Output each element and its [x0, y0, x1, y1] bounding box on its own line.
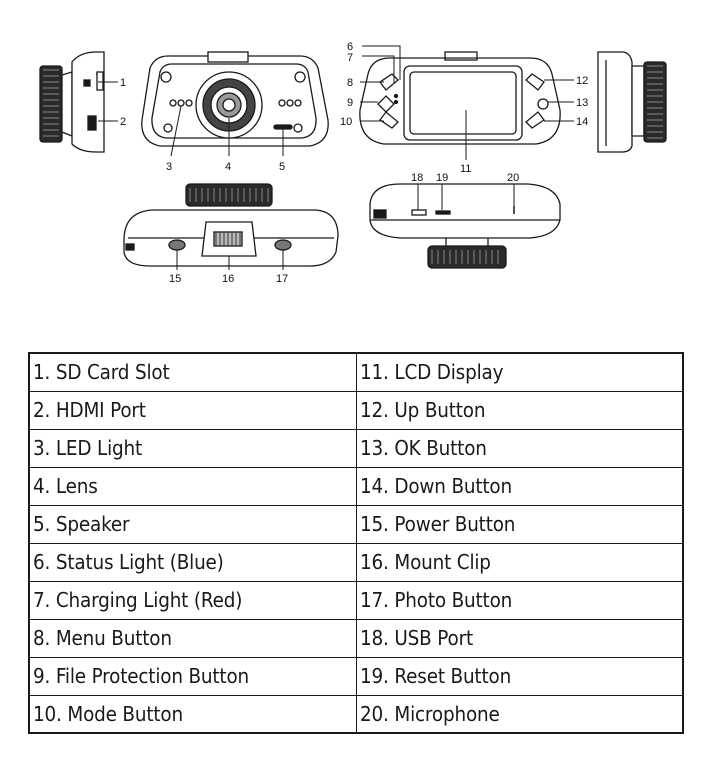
part-cell: 10. Mode Button: [28, 694, 357, 734]
callout-11: 11: [460, 163, 471, 175]
callout-19: 19: [436, 172, 448, 184]
table-row: 1. SD Card Slot 11. LCD Display: [28, 352, 684, 392]
part-cell: 5. Speaker: [28, 504, 357, 544]
callout-4: 4: [225, 161, 231, 173]
callout-2: 2: [120, 116, 126, 128]
table-row: 10. Mode Button 20. Microphone: [28, 694, 684, 734]
side-view-right: [597, 51, 667, 153]
table-row: 5. Speaker 15. Power Button: [28, 504, 684, 544]
part-cell: 6. Status Light (Blue): [28, 542, 357, 582]
part-cell: 20. Microphone: [355, 694, 684, 734]
leader-lines: [98, 45, 574, 270]
part-cell: 16. Mount Clip: [355, 542, 684, 582]
callout-20: 20: [507, 172, 519, 184]
part-cell: 19. Reset Button: [355, 656, 684, 696]
part-cell: 13. OK Button: [355, 428, 684, 468]
part-cell: 3. LED Light: [28, 428, 357, 468]
side-view-left: [39, 51, 105, 153]
callout-17: 17: [276, 273, 288, 285]
part-cell: 15. Power Button: [355, 504, 684, 544]
table-row: 3. LED Light 13. OK Button: [28, 428, 684, 468]
part-cell: 8. Menu Button: [28, 618, 357, 658]
callout-labels: 1 2 3 4 5 6 7 8 9 10 11 12 13 14 15 16 1…: [120, 41, 588, 285]
table-row: 4. Lens 14. Down Button: [28, 466, 684, 506]
callout-6: 6: [347, 41, 353, 53]
parts-table: 1. SD Card Slot 11. LCD Display 2. HDMI …: [28, 352, 684, 734]
bottom-view: [123, 183, 339, 267]
part-cell: 4. Lens: [28, 466, 357, 506]
callout-15: 15: [169, 273, 181, 285]
table-row: 8. Menu Button 18. USB Port: [28, 618, 684, 658]
part-cell: 12. Up Button: [355, 390, 684, 430]
part-cell: 17. Photo Button: [355, 580, 684, 620]
callout-10: 10: [340, 116, 352, 128]
dashcam-diagram: 1 2 3 4 5 6 7 8 9 10 11 12 13 14 15 16 1…: [0, 0, 702, 310]
callout-14: 14: [576, 116, 588, 128]
callout-7: 7: [347, 52, 353, 64]
table-row: 2. HDMI Port 12. Up Button: [28, 390, 684, 430]
callout-3: 3: [166, 161, 172, 173]
part-cell: 11. LCD Display: [355, 352, 684, 392]
part-cell: 14. Down Button: [355, 466, 684, 506]
callout-5: 5: [279, 161, 285, 173]
part-cell: 7. Charging Light (Red): [28, 580, 357, 620]
table-row: 7. Charging Light (Red) 17. Photo Button: [28, 580, 684, 620]
part-cell: 18. USB Port: [355, 618, 684, 658]
part-cell: 2. HDMI Port: [28, 390, 357, 430]
front-view: [141, 51, 329, 147]
callout-1: 1: [120, 77, 126, 89]
part-cell: 9. File Protection Button: [28, 656, 357, 696]
table-row: 9. File Protection Button 19. Reset Butt…: [28, 656, 684, 696]
callout-8: 8: [347, 77, 353, 89]
top-view: [369, 183, 561, 269]
callout-12: 12: [576, 75, 588, 87]
table-row: 6. Status Light (Blue) 16. Mount Clip: [28, 542, 684, 582]
part-cell: 1. SD Card Slot: [28, 352, 357, 392]
callout-13: 13: [576, 97, 588, 109]
rear-view: [359, 51, 561, 145]
callout-18: 18: [411, 172, 423, 184]
callout-16: 16: [222, 273, 234, 285]
callout-9: 9: [347, 97, 353, 109]
